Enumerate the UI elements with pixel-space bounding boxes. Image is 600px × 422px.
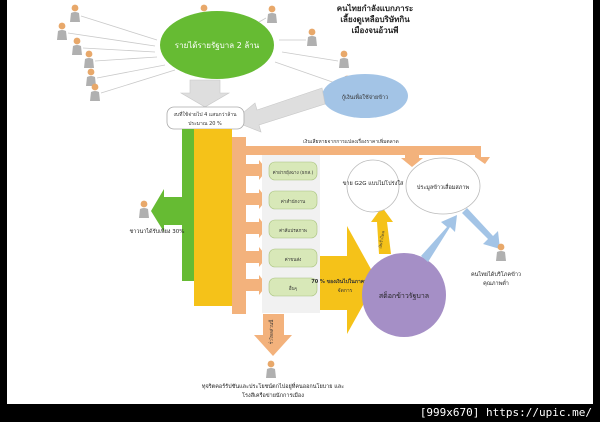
loan-to-spending-arrow bbox=[232, 87, 326, 133]
management-arrow bbox=[320, 226, 377, 334]
person-icon bbox=[70, 4, 80, 22]
spending-box: งบที่ใช้จ่ายไป 4 แสนกว่าล้าน ประมาณ 20 % bbox=[166, 106, 245, 130]
auction-circle: ประมูลข้าวเสื่อมสภาพ bbox=[405, 157, 481, 215]
person-icon bbox=[86, 68, 96, 86]
diagram-canvas: คนไทยกำลังแบกภาระ เลี้ยงดูเหลือบริษัทกิน… bbox=[7, 0, 593, 404]
budget-bubble-label: รายได้รายรัฐบาล 2 ล้าน bbox=[175, 41, 260, 50]
person-icon bbox=[84, 50, 94, 68]
item-label: ค่าขนส่ง bbox=[285, 257, 302, 263]
loan-bubble: กู้เงินเพื่อใช้จ่ายข้าว bbox=[322, 74, 408, 118]
leak-arrow bbox=[371, 207, 393, 254]
management-line-1: 70 % ของเงินไปในภาคบริหาร bbox=[311, 278, 379, 285]
corruption-down-arrow bbox=[254, 314, 292, 356]
person-icon bbox=[267, 5, 277, 23]
leak-arrow-label: เงินรั่วไหล bbox=[378, 230, 386, 249]
person-icon bbox=[307, 28, 317, 46]
branch-arrows bbox=[246, 160, 267, 295]
person-icon bbox=[90, 83, 100, 101]
item-box: อื่นๆ bbox=[268, 277, 318, 297]
politician-icon bbox=[266, 360, 276, 378]
g2g-label: ขาย G2G แบบไม่โปร่งใส bbox=[343, 179, 404, 187]
title-line-2: เลี้ยงดูเหลือบริษัทกิน bbox=[340, 13, 410, 25]
item-label: ค่าสีแปรสภาพ bbox=[279, 228, 307, 234]
green-flow bbox=[182, 129, 194, 281]
item-box: ค่าสีแปรสภาพ bbox=[268, 219, 318, 239]
person-icon bbox=[72, 37, 82, 55]
loss-arrow-label: เงินเสียหายจากการแปลงเรื่องราคาเพิ่มตลาด bbox=[303, 138, 399, 145]
item-label: ค่าสำนักงาน bbox=[281, 198, 305, 205]
farmer-label: ชาวนาได้รับเพียง 30% bbox=[130, 228, 185, 235]
budget-to-spending-arrow bbox=[179, 79, 231, 108]
management-line-2: จัดการ bbox=[338, 288, 353, 294]
title-line-1: คนไทยกำลังแบกภาระ bbox=[337, 3, 413, 13]
item-box: ค่าสำนักงาน bbox=[268, 190, 318, 210]
loan-bubble-label: กู้เงินเพื่อใช้จ่ายข้าว bbox=[342, 93, 388, 101]
flow-diagram: คนไทยกำลังแบกภาระ เลี้ยงดูเหลือบริษัทกิน… bbox=[57, 3, 521, 399]
budget-bubble: รายได้รายรัฐบาล 2 ล้าน bbox=[160, 11, 274, 79]
auction-label: ประมูลข้าวเสื่อมสภาพ bbox=[417, 183, 470, 191]
orange-column bbox=[232, 137, 246, 314]
watermark-footer: [999x670] https://upic.me/ bbox=[419, 406, 592, 419]
spending-line-1: งบที่ใช้จ่ายไป 4 แสนกว่าล้าน bbox=[173, 111, 237, 118]
yellow-flow bbox=[194, 129, 232, 306]
stock-label: สต็อกข้าวรัฐบาล bbox=[379, 291, 429, 300]
spending-line-2: ประมาณ 20 % bbox=[188, 121, 222, 127]
bottom-caption-line-1: ทุจริตคอร์รัปชันและประโยชน์ตกไปอยู่ที่คน… bbox=[202, 382, 344, 390]
down-arrow-label: รั่วไหลส่วนนี้ bbox=[268, 319, 275, 344]
item-label: ค่าฝากยุ้งฉาง (ธกส.) bbox=[273, 170, 314, 176]
item-box: ค่าฝากยุ้งฉาง (ธกส.) bbox=[268, 161, 318, 181]
person-icon bbox=[339, 50, 349, 68]
farmer-icon bbox=[139, 200, 149, 218]
consumer-line-2: คุณภาพต่ำ bbox=[483, 279, 509, 287]
bottom-caption-line-2: โรงสีเครือข่ายนักการเมือง bbox=[242, 391, 304, 399]
farmer-arrow bbox=[151, 189, 182, 232]
stock-circle: สต็อกข้าวรัฐบาล bbox=[362, 253, 446, 337]
item-box: ค่าขนส่ง bbox=[268, 248, 318, 268]
auction-to-consumer-arrow bbox=[462, 208, 500, 249]
consumer-line-1: คนไทยได้บริโภคข้าว bbox=[471, 270, 521, 278]
item-label: อื่นๆ bbox=[289, 285, 298, 292]
diagram-title: คนไทยกำลังแบกภาระ เลี้ยงดูเหลือบริษัทกิน… bbox=[337, 3, 413, 35]
loss-arrow bbox=[246, 137, 490, 167]
g2g-circle: ขาย G2G แบบไม่โปร่งใส bbox=[343, 159, 404, 213]
stock-to-auction-arrow bbox=[421, 215, 457, 262]
title-line-3: เมืองจนอ้วนพี bbox=[352, 25, 399, 35]
person-icon bbox=[57, 22, 67, 40]
taxpayer-group bbox=[57, 4, 352, 101]
